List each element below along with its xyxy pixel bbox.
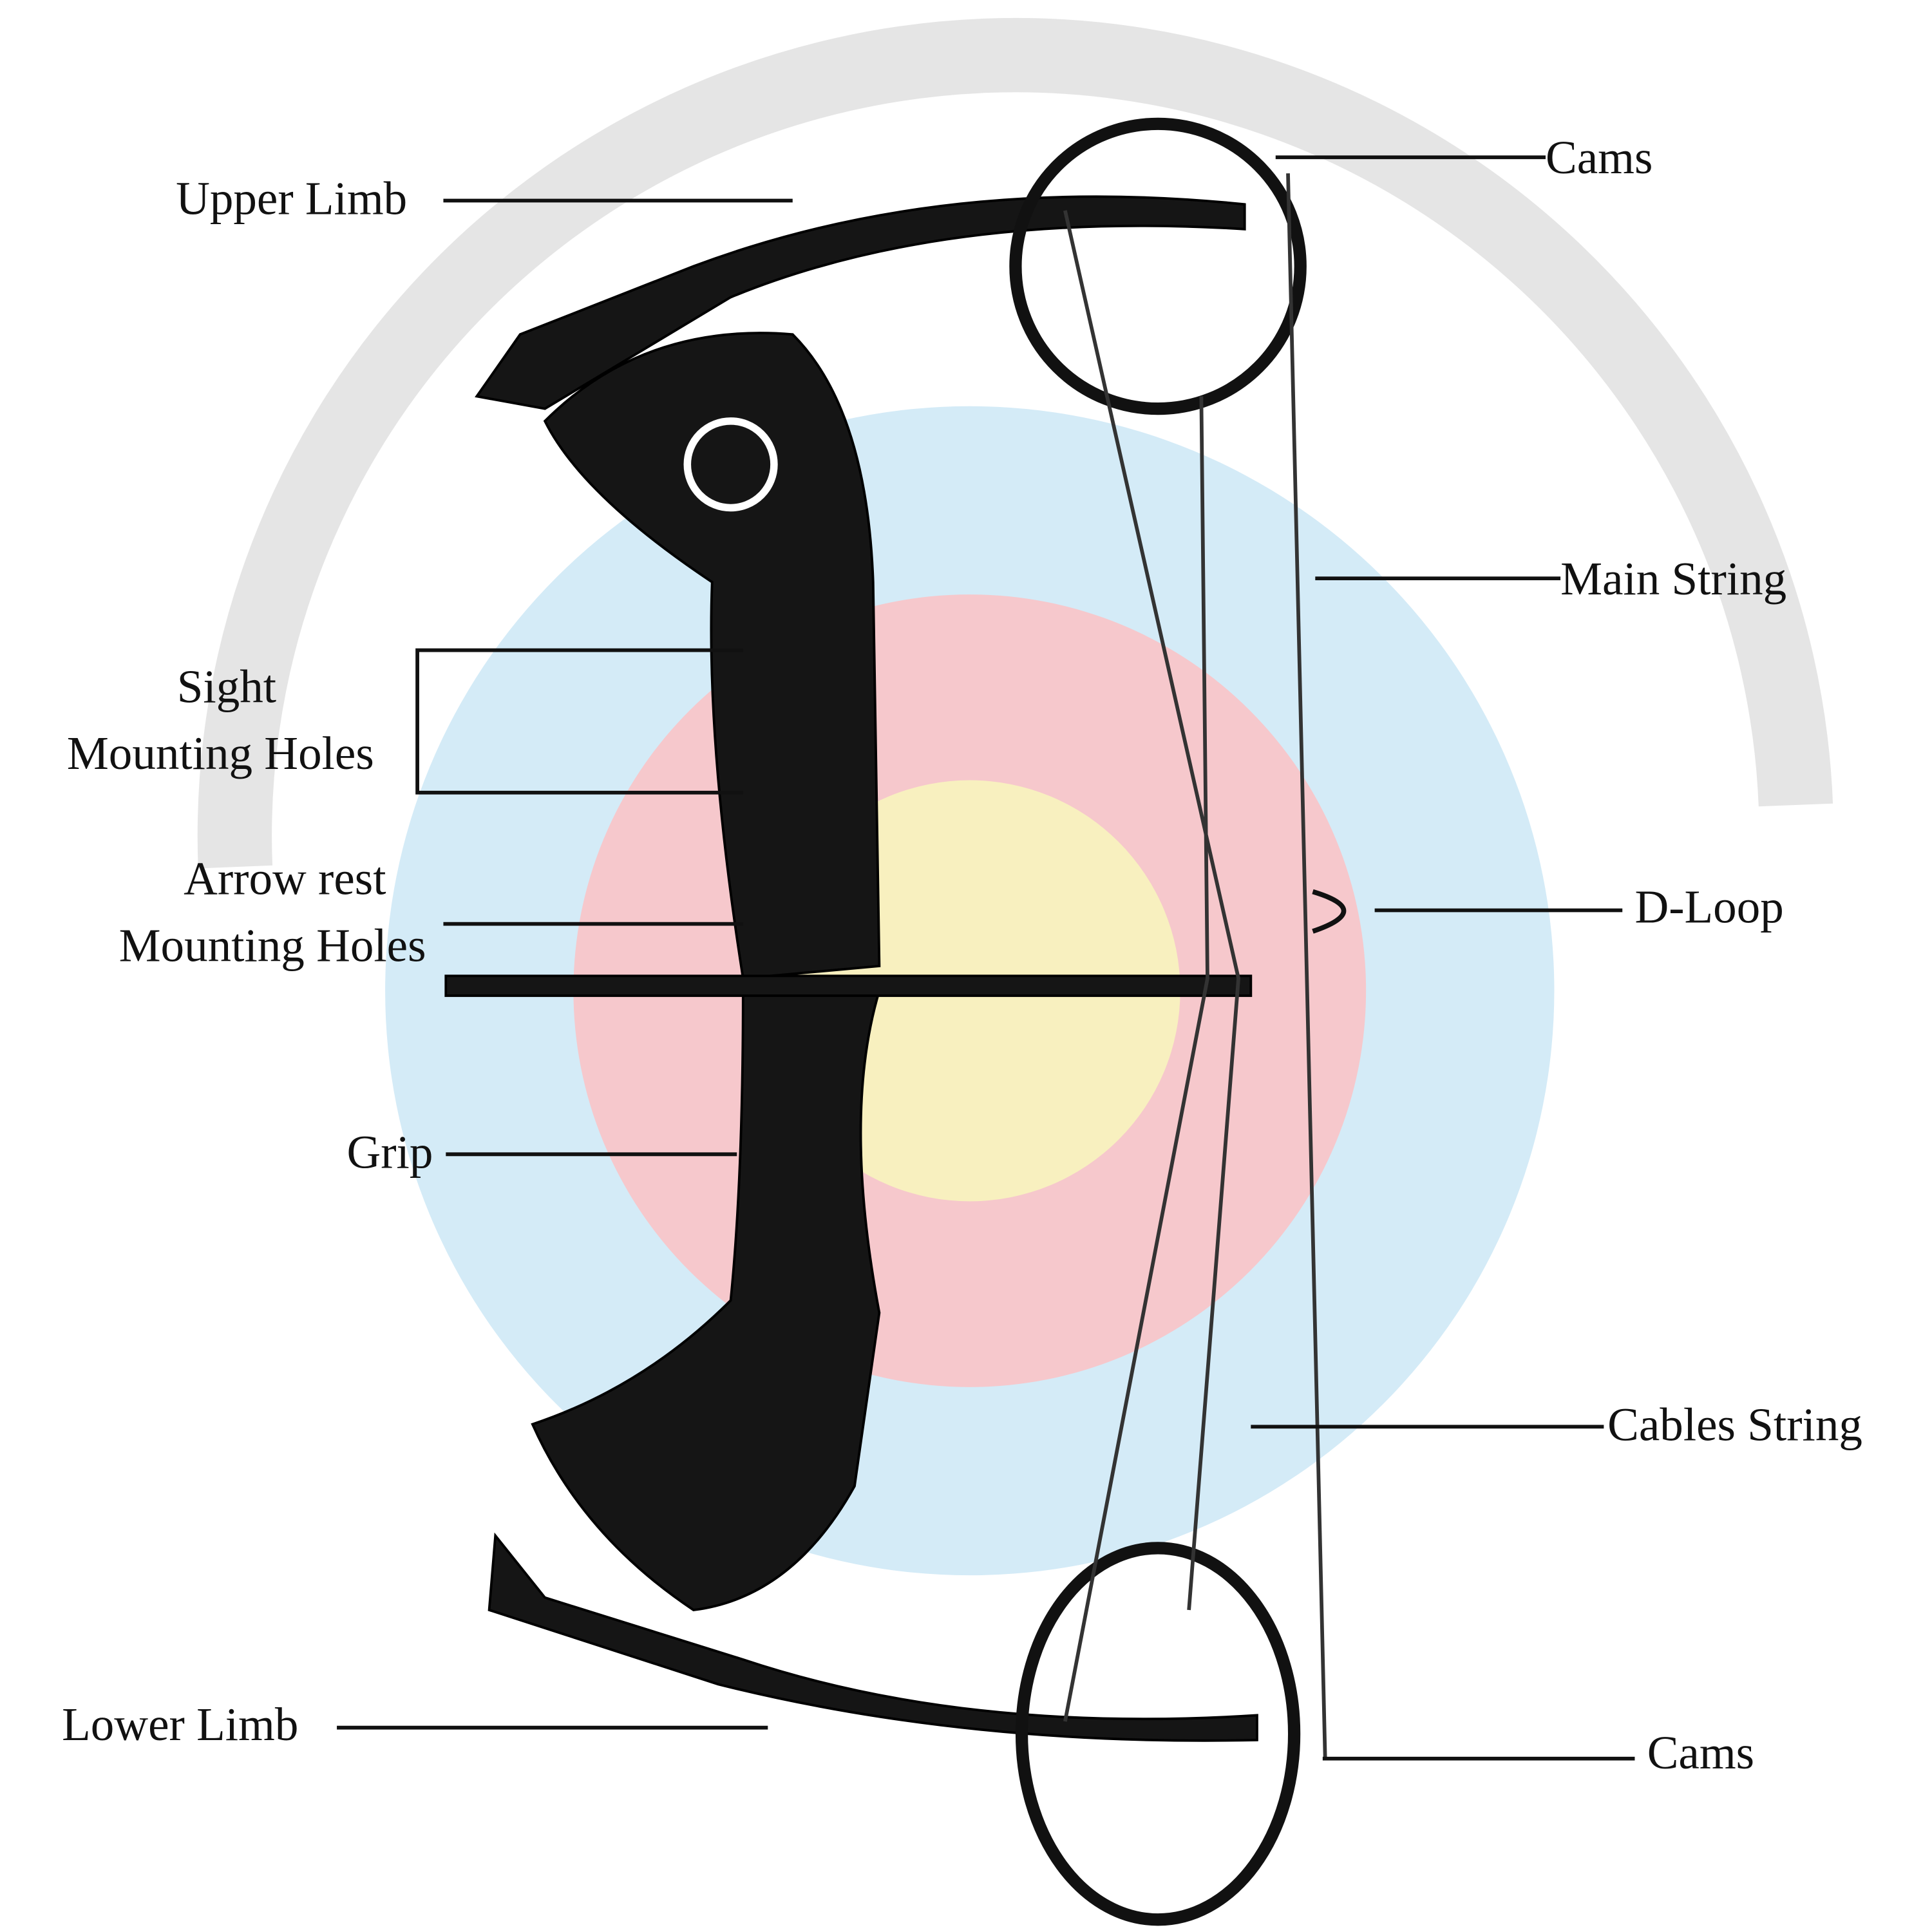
label-d-loop: D-Loop	[1634, 881, 1783, 933]
cable-1	[1063, 210, 1240, 1611]
label-cams-top: Cams	[1546, 131, 1653, 184]
compound-bow	[444, 117, 1347, 1926]
part-labels: Upper Limb Cams Main String Sight Mounti…	[62, 131, 1862, 1779]
riser-cutout	[683, 417, 778, 512]
top-cam	[1009, 117, 1307, 415]
watermark-logo	[197, 17, 1833, 869]
label-lower-limb: Lower Limb	[62, 1698, 298, 1750]
label-sight-line1: Sight	[177, 660, 276, 712]
d-loop	[1312, 889, 1347, 934]
leader-sight-bracket	[415, 648, 743, 795]
upper-limb	[475, 195, 1246, 410]
cable-2	[1063, 396, 1209, 1722]
label-grip: Grip	[346, 1126, 433, 1178]
label-main-string: Main String	[1560, 553, 1786, 605]
lower-limb	[488, 1532, 1258, 1742]
main-string	[1286, 173, 1327, 1759]
label-cams-bottom: Cams	[1647, 1727, 1754, 1779]
label-cables-string: Cables String	[1607, 1399, 1862, 1451]
label-arrow-rest-line2: Mounting Holes	[119, 919, 426, 971]
label-arrow-rest-line1: Arrow rest	[184, 852, 386, 904]
bottom-cam	[1015, 1542, 1301, 1926]
arrow-rest-bar	[444, 974, 1253, 998]
label-sight-line2: Mounting Holes	[67, 727, 374, 779]
label-upper-limb: Upper Limb	[176, 173, 407, 225]
riser-lower	[531, 989, 881, 1611]
